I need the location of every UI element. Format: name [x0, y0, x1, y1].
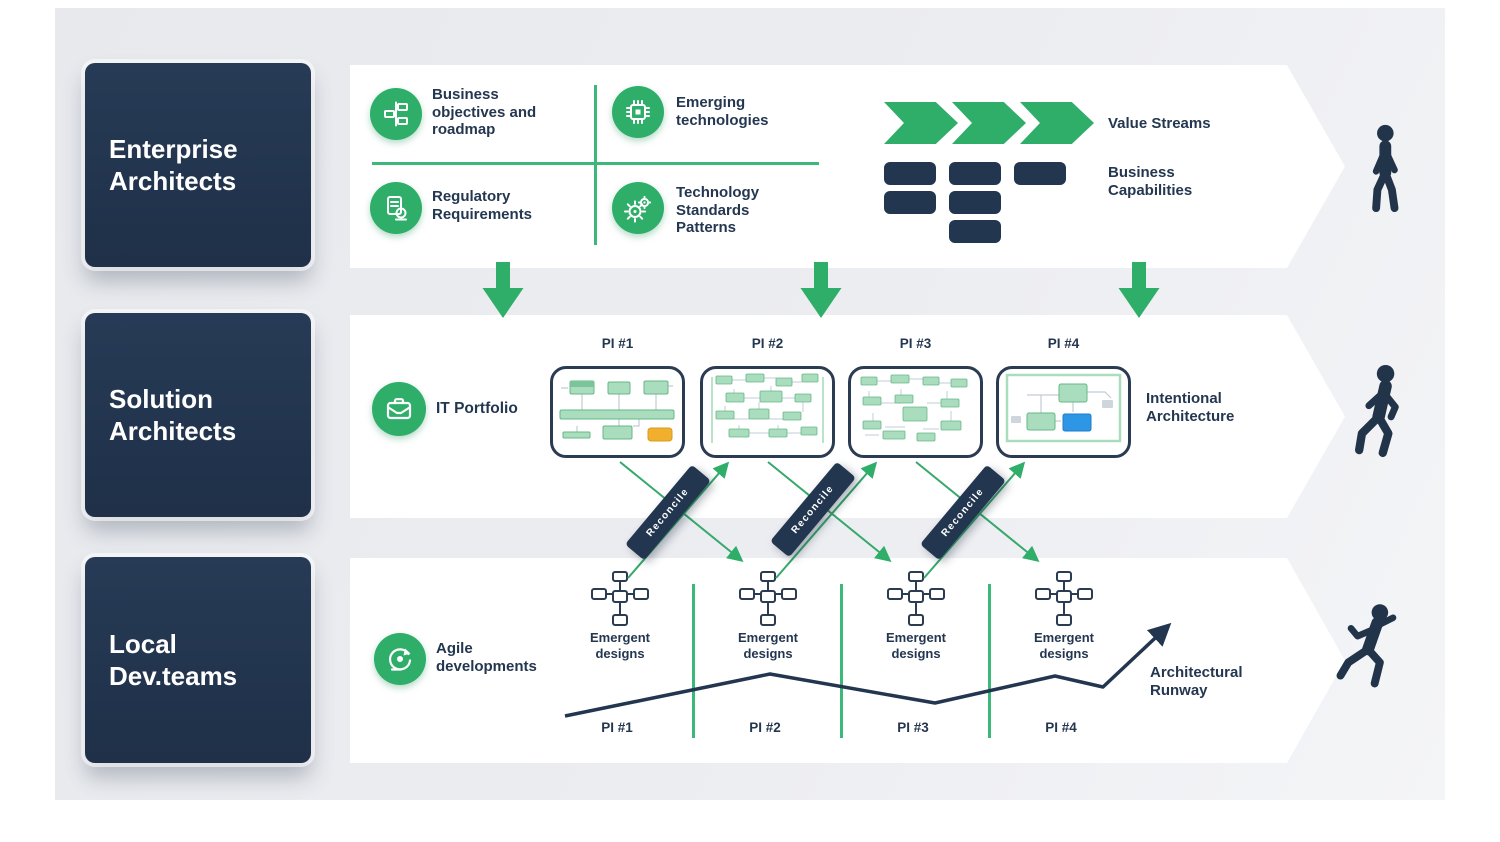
pi-top-label-2: PI #2 [751, 336, 784, 351]
pi-diagram-4 [1005, 373, 1122, 443]
capability-block [884, 162, 936, 185]
document-stamp-glyph [387, 196, 407, 221]
capability-block [1014, 162, 1066, 185]
pi-top-label-1: PI #1 [601, 336, 634, 351]
emergent-designs-label-3: Emergent designs [886, 630, 946, 661]
chip-glyph [626, 100, 650, 124]
pi-box-1 [550, 366, 685, 458]
briefcase-glyph [386, 398, 412, 420]
sprint-loop-glyph [388, 648, 412, 671]
item-emerging-technologies: Emerging technologies [676, 94, 769, 129]
capability-block [949, 220, 1001, 243]
briefcase-icon [372, 382, 426, 436]
gears-glyph [623, 195, 652, 223]
emergent-tree-icon [739, 571, 797, 626]
emergent-designs-label-4: Emergent designs [1034, 630, 1094, 661]
capability-block [949, 191, 1001, 214]
pi-divider [840, 584, 843, 738]
emergent-tree-icon [1035, 571, 1093, 626]
pi-box-4 [996, 366, 1131, 458]
item-technology-standards: Technology Standards Patterns [676, 184, 760, 237]
pi-box-2 [700, 366, 835, 458]
person-walking-icon [1372, 124, 1399, 213]
person-running-icon [1336, 604, 1397, 688]
emergent-tree-icon [591, 571, 649, 626]
item-business-objectives: Business objectives and roadmap [432, 86, 537, 139]
lane-label-local-dev-teams: Local Dev.teams [85, 557, 311, 763]
it-portfolio-label: IT Portfolio [436, 400, 518, 417]
pi-bottom-label-1: PI #1 [601, 720, 633, 735]
capability-block [949, 162, 1001, 185]
lane-title: Solution Architects [109, 383, 237, 447]
person-striding-icon [1355, 364, 1399, 458]
agile-developments-label: Agile developments [436, 640, 537, 675]
roadmap-glyph [384, 101, 408, 127]
emergent-designs-label-2: Emergent designs [738, 630, 798, 661]
lane-title: Local Dev.teams [109, 628, 238, 692]
business-capabilities-label: Business Capabilities [1108, 164, 1193, 199]
pi-diagram-1 [559, 380, 675, 442]
pi-top-label-4: PI #4 [1047, 336, 1080, 351]
item-regulatory-requirements: Regulatory Requirements [432, 188, 533, 223]
sprint-loop-icon [374, 633, 426, 685]
pi-box-3 [848, 366, 983, 458]
lane-title: Enterprise Architects [109, 133, 238, 197]
document-stamp-icon [370, 182, 422, 234]
pi-divider [988, 584, 991, 738]
roadmap-icon [370, 88, 422, 140]
chip-icon [612, 86, 664, 138]
pi-bottom-label-2: PI #2 [749, 720, 781, 735]
emergent-designs-label-1: Emergent designs [590, 630, 650, 661]
pi-diagram-2 [711, 373, 824, 443]
emergent-tree-icon [887, 571, 945, 626]
gears-icon [612, 182, 664, 234]
architectural-runway-label: Architectural Runway [1150, 664, 1243, 700]
divider-vertical [594, 85, 597, 245]
pi-divider [692, 584, 695, 738]
lane-label-solution-architects: Solution Architects [85, 313, 311, 517]
lane-label-enterprise-architects: Enterprise Architects [85, 63, 311, 267]
pi-bottom-label-3: PI #3 [897, 720, 929, 735]
pi-top-label-3: PI #3 [899, 336, 932, 351]
intentional-architecture-label: Intentional Architecture [1146, 390, 1235, 426]
pi-bottom-label-4: PI #4 [1045, 720, 1077, 735]
pi-diagram-3 [860, 374, 968, 442]
band-enterprise [350, 65, 1345, 268]
value-streams-label: Value Streams [1108, 115, 1211, 132]
capability-block [884, 191, 936, 214]
